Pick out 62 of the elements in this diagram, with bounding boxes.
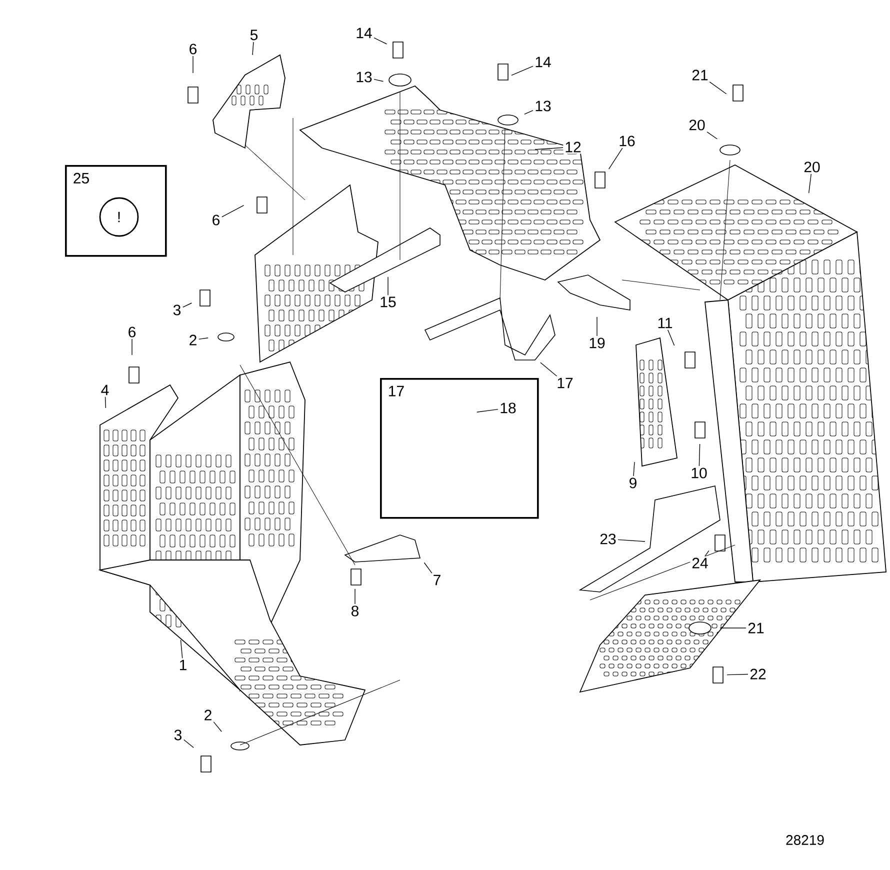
callout-number: 21	[690, 68, 710, 82]
leader-line	[608, 148, 623, 170]
callout-number: 6	[126, 325, 138, 339]
callout-number: 8	[349, 604, 361, 618]
leader-line	[354, 588, 356, 604]
callout-number: 6	[187, 42, 199, 56]
leader-line	[668, 330, 675, 346]
leader-line	[213, 722, 222, 732]
callout-number: 21	[746, 621, 766, 635]
leader-line	[709, 82, 727, 94]
leader-line	[618, 539, 646, 542]
callout-number: 15	[378, 295, 398, 309]
callout-number: 13	[533, 99, 553, 113]
leader-line	[374, 78, 384, 82]
callout-number: 13	[354, 70, 374, 84]
callout-number: 20	[687, 118, 707, 132]
leader-line	[808, 174, 812, 194]
callout-number: 10	[689, 466, 709, 480]
callout-number: 22	[748, 667, 768, 681]
callout-number: 14	[354, 26, 374, 40]
leader-line	[252, 42, 254, 56]
leader-line	[198, 338, 208, 340]
figure-number: 28219	[786, 835, 824, 845]
callout-number: 19	[587, 336, 607, 350]
leader-line	[524, 110, 534, 115]
leader-line	[704, 550, 710, 556]
leader-line	[104, 396, 106, 408]
callout-number: 2	[202, 708, 214, 722]
leader-line	[511, 66, 534, 76]
callout-number: 24	[690, 556, 710, 570]
leader-line	[374, 38, 388, 44]
callout-number: 23	[598, 532, 618, 546]
leader-line	[534, 147, 564, 150]
leader-line	[633, 462, 635, 476]
leader-line	[424, 562, 432, 574]
callout-number: 12	[563, 140, 583, 154]
callout-number: 6	[210, 213, 222, 227]
leader-line	[180, 640, 183, 658]
callout-number: 7	[431, 573, 443, 587]
leader-line	[182, 302, 192, 308]
leader-line	[476, 408, 498, 412]
callout-number: 16	[617, 134, 637, 148]
callout-number: 4	[99, 383, 111, 397]
leader-line	[698, 444, 700, 466]
leader-line	[192, 56, 194, 74]
callout-number: 14	[533, 55, 553, 69]
leader-line	[540, 362, 558, 376]
callout-number: 5	[248, 28, 260, 42]
callout-number: 11	[656, 316, 674, 330]
callout-number: 17	[555, 376, 575, 390]
leader-line	[726, 674, 748, 676]
callout-number: 9	[627, 476, 639, 490]
callout-number: 18	[498, 401, 518, 415]
callout-number: 2	[187, 333, 199, 347]
callout-number: 1	[177, 658, 189, 672]
callout-number: 3	[171, 303, 183, 317]
callout-number: 20	[802, 160, 822, 174]
leader-line	[706, 132, 718, 140]
leader-line	[184, 739, 194, 748]
leader-line	[596, 316, 598, 336]
leader-line	[222, 204, 244, 218]
callout-number: 3	[172, 728, 184, 742]
